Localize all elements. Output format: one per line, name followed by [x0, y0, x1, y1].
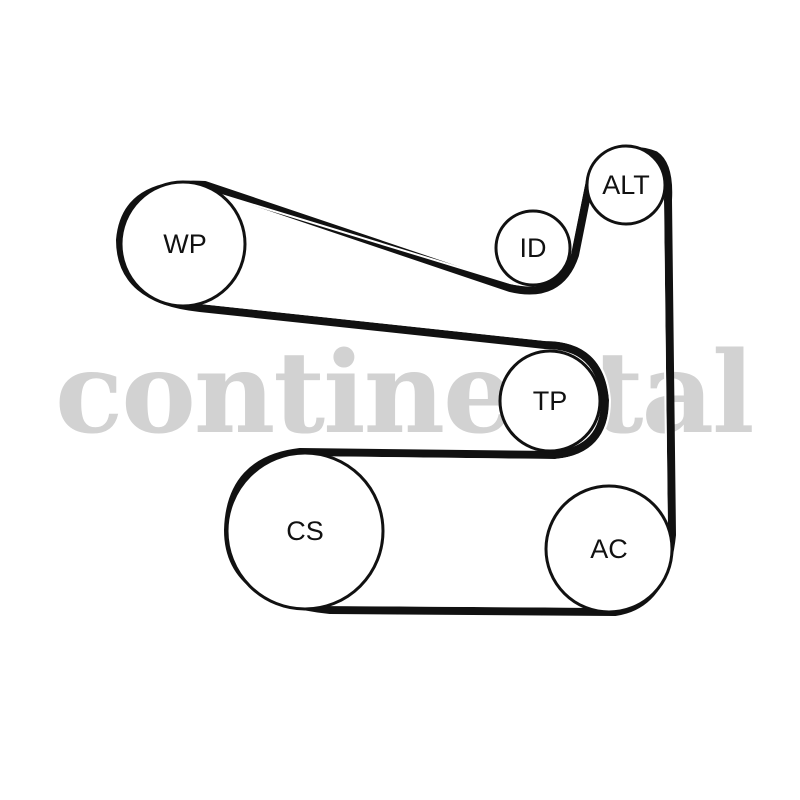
pulley-tp: TP: [498, 349, 602, 453]
pulley-wp-wheel: [119, 180, 247, 308]
pulley-wp-label: WP: [163, 229, 207, 259]
pulley-id-wheel: [494, 209, 572, 287]
pulley-tp-label: TP: [533, 386, 568, 416]
pulley-alt-wheel: [585, 144, 667, 226]
pulley-wp: WP: [119, 180, 247, 308]
brand-watermark: continental: [55, 328, 753, 459]
pulley-alt: ALT: [585, 144, 667, 226]
pulley-cs: CS: [225, 451, 385, 611]
pulley-ac-label: AC: [590, 534, 628, 564]
pulley-ac-wheel: [544, 484, 674, 614]
pulley-tp-wheel: [498, 349, 602, 453]
pulley-alt-label: ALT: [602, 170, 650, 200]
pulley-id-label: ID: [520, 233, 547, 263]
pulley-cs-wheel: [225, 451, 385, 611]
pulley-id: ID: [494, 209, 572, 287]
pulley-cs-label: CS: [286, 516, 324, 546]
pulley-ac: AC: [544, 484, 674, 614]
